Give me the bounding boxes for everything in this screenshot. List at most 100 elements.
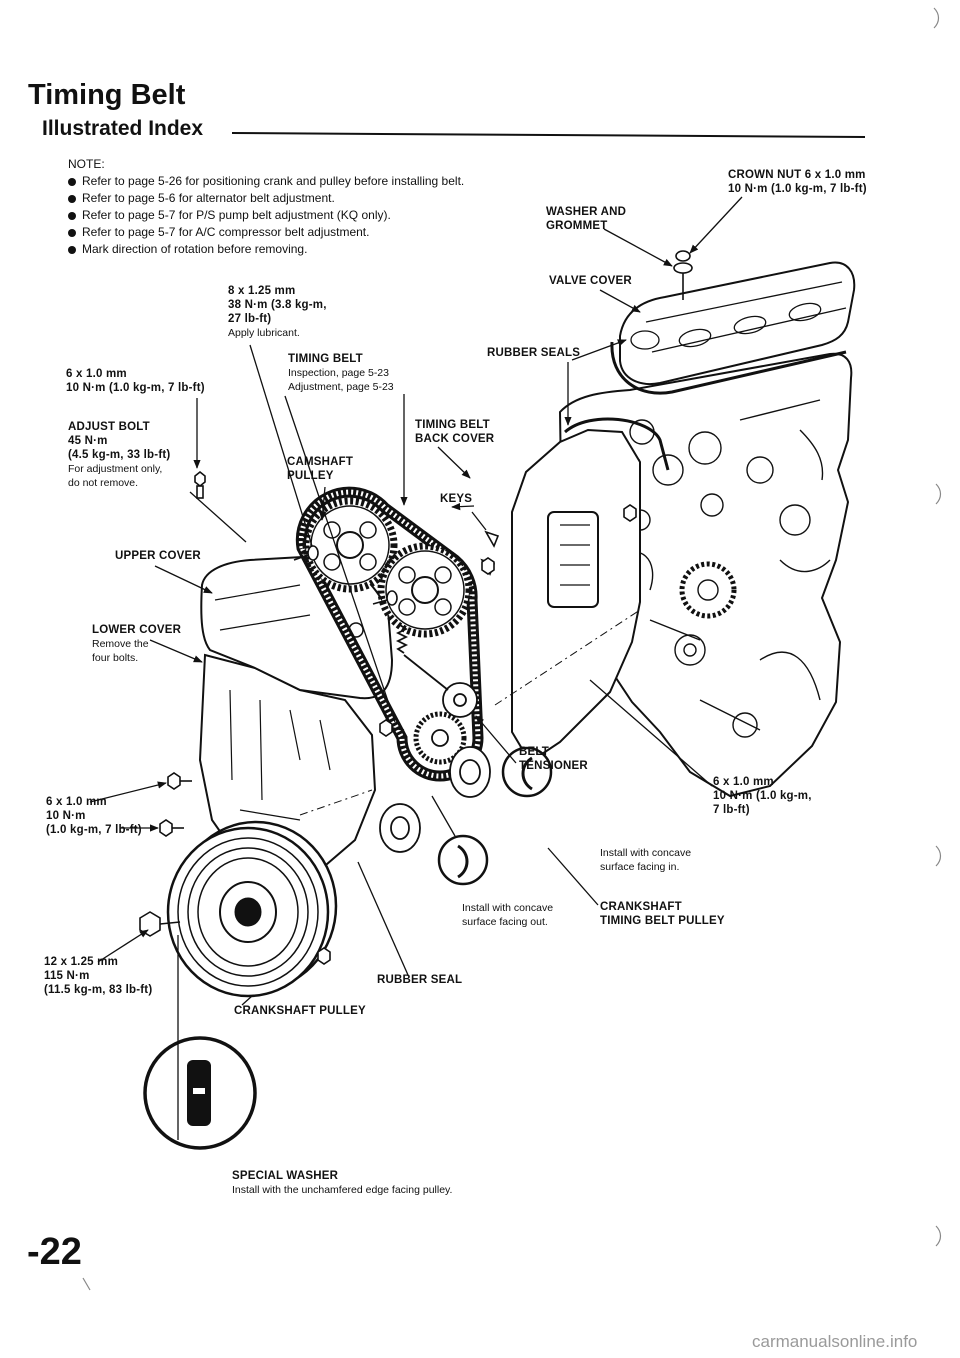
adjust-bolt-callout: ADJUST BOLT 45 N·m (4.5 kg-m, 33 lb-ft) … (68, 420, 170, 490)
washer-grommet-line2: GROMMET (546, 220, 608, 232)
scan-artifacts (82, 7, 942, 1291)
belt-tensioner-callout: BELT TENSIONER (519, 745, 588, 773)
note-list: Refer to page 5-26 for positioning crank… (68, 173, 464, 258)
special-washer-label: SPECIAL WASHER (232, 1170, 339, 1182)
crankshaft-pulley-drawing (166, 820, 338, 998)
upper-bolt-size: 6 x 1.0 mm (66, 368, 127, 380)
crank-timing-pulley-line1: CRANKSHAFT (600, 901, 682, 913)
washer-out-line2: surface facing out. (462, 916, 548, 928)
timing-belt-adjustment: Adjustment, page 5-23 (288, 381, 394, 393)
lower-left-bolt-torque-cont: (1.0 kg-m, 7 lb-ft) (46, 824, 142, 836)
note-block: NOTE: Refer to page 5-26 for positioning… (68, 156, 464, 258)
crank-bolt-torque-cont: (11.5 kg-m, 83 lb-ft) (44, 984, 153, 996)
header-rule (231, 132, 866, 138)
timing-belt-back-cover-drawing (511, 417, 670, 764)
rubber-seal-label: RUBBER SEAL (377, 974, 463, 986)
note-item: Mark direction of rotation before removi… (68, 241, 464, 258)
lower-cover-label: LOWER COVER (92, 624, 182, 636)
lower-left-bolt-torque: 10 N·m (46, 810, 86, 822)
cam-bolt-note: Apply lubricant. (228, 327, 300, 339)
crank-timing-pulley-line2: TIMING BELT PULLEY (600, 915, 725, 927)
page-number: -22 (27, 1231, 82, 1273)
leader-lines (89, 196, 743, 1140)
bolts-drawing (139, 470, 637, 965)
timing-belt-inspection: Inspection, page 5-23 (288, 367, 389, 379)
washer-out-line1: Install with concave (462, 902, 554, 914)
note-item: Refer to page 5-7 for A/C compressor bel… (68, 224, 464, 241)
cam-bolt-callout: 8 x 1.25 mm 38 N·m (3.8 kg-m, 27 lb-ft) … (228, 284, 327, 340)
concave-washer-out-icon (437, 834, 489, 886)
back-cover-line2: BACK COVER (415, 433, 495, 445)
back-cover-callout: TIMING BELT BACK COVER (415, 418, 494, 446)
crank-bolt-torque: 115 N·m (44, 970, 90, 982)
lower-right-bolt-callout: 6 x 1.0 mm 10 N·m (1.0 kg-m, 7 lb-ft) (713, 775, 812, 817)
washer-out-callout: Install with concave surface facing out. (462, 901, 553, 929)
belt-tensioner-line2: TENSIONER (519, 760, 588, 772)
washer-in-line2: surface facing in. (600, 861, 680, 873)
rubber-seals-drawing (610, 341, 847, 395)
watermark: carmanualsonline.info (752, 1332, 918, 1351)
back-cover-line1: TIMING BELT (415, 419, 490, 431)
lower-right-bolt-size: 6 x 1.0 mm (713, 776, 774, 788)
crown-nut-title: CROWN NUT 6 x 1.0 mm (728, 169, 866, 181)
rubber-seals-callout: RUBBER SEALS (487, 346, 580, 360)
crown-nut-spec: 10 N·m (1.0 kg-m, 7 lb-ft) (728, 183, 867, 195)
cam-bolt-torque: 38 N·m (3.8 kg-m, (228, 299, 327, 311)
camshaft-pulley-line1: CAMSHAFT (287, 456, 354, 468)
cam-bolt-torque-cont: 27 lb-ft) (228, 313, 272, 325)
rubber-seals-label: RUBBER SEALS (487, 347, 581, 359)
washer-in-line1: Install with concave (600, 847, 692, 859)
cam-bolt-size: 8 x 1.25 mm (228, 285, 296, 297)
upper-bolt-torque: 10 N·m (1.0 kg-m, 7 lb-ft) (66, 382, 205, 394)
crank-pulley-callout: CRANKSHAFT PULLEY (234, 1004, 366, 1018)
page-title: Timing Belt (28, 79, 186, 111)
adjust-bolt-label: ADJUST BOLT (68, 421, 150, 433)
crown-nut-callout: CROWN NUT 6 x 1.0 mm 10 N·m (1.0 kg-m, 7… (728, 168, 867, 196)
note-item: Refer to page 5-7 for P/S pump belt adju… (68, 207, 464, 224)
belt-tensioner-line1: BELT (519, 746, 549, 758)
centerlines (299, 609, 641, 816)
special-washer-icon (143, 1036, 257, 1150)
special-washer-note: Install with the unchamfered edge facing… (232, 1184, 453, 1196)
lower-cover-callout: LOWER COVER Remove the four bolts. (92, 623, 181, 665)
crank-bolt-callout: 12 x 1.25 mm 115 N·m (11.5 kg-m, 83 lb-f… (44, 955, 152, 997)
belt-tensioner-drawing (395, 624, 478, 718)
adjust-bolt-note2: do not remove. (68, 477, 139, 489)
crank-timing-pulley-callout: CRANKSHAFT TIMING BELT PULLEY (600, 900, 725, 928)
camshaft-pulley-callout: CAMSHAFT PULLEY (287, 455, 353, 483)
washer-grommet-callout: WASHER AND GROMMET (546, 205, 626, 233)
crankshaft-timing-belt-pulley-drawing (413, 711, 467, 765)
crank-bolt-size: 12 x 1.25 mm (44, 956, 119, 968)
note-item: Refer to page 5-26 for positioning crank… (68, 173, 464, 190)
crown-nut-drawing (673, 250, 693, 300)
lower-left-bolt-size: 6 x 1.0 mm (46, 796, 107, 808)
keys-label: KEYS (440, 493, 473, 505)
adjust-bolt-torque-cont: (4.5 kg-m, 33 lb-ft) (68, 449, 171, 461)
lower-right-bolt-torque: 10 N·m (1.0 kg-m, (713, 790, 812, 802)
note-item: Refer to page 5-6 for alternator belt ad… (68, 190, 464, 207)
valve-cover-callout: VALVE COVER (549, 274, 632, 288)
washer-in-callout: Install with concave surface facing in. (600, 846, 691, 874)
valve-cover-label: VALVE COVER (549, 275, 632, 287)
upper-cover-callout: UPPER COVER (115, 549, 201, 563)
concave-washer-in-icon (501, 746, 553, 798)
page-subtitle: Illustrated Index (42, 117, 204, 140)
keys-callout: KEYS (440, 492, 472, 506)
timing-belt-callout: TIMING BELT Inspection, page 5-23 Adjust… (288, 352, 394, 394)
washer-grommet-line1: WASHER AND (546, 206, 627, 218)
note-heading: NOTE: (68, 157, 105, 171)
timing-belt-drawing (295, 486, 484, 782)
crank-pulley-label: CRANKSHAFT PULLEY (234, 1005, 366, 1017)
lower-cover-note2: four bolts. (92, 652, 139, 664)
lower-right-bolt-torque-cont: 7 lb-ft) (713, 804, 750, 816)
upper-bolt-callout: 6 x 1.0 mm 10 N·m (1.0 kg-m, 7 lb-ft) (66, 367, 205, 395)
lower-cover-note1: Remove the (92, 638, 149, 650)
timing-belt-label: TIMING BELT (288, 353, 363, 365)
rubber-seal-callout: RUBBER SEAL (377, 973, 462, 987)
adjust-bolt-torque: 45 N·m (68, 435, 108, 447)
special-washer-callout: SPECIAL WASHER Install with the unchamfe… (232, 1169, 452, 1197)
valve-cover-drawing (619, 261, 856, 385)
adjust-bolt-note1: For adjustment only, (68, 463, 163, 475)
upper-cover-label: UPPER COVER (115, 550, 201, 562)
